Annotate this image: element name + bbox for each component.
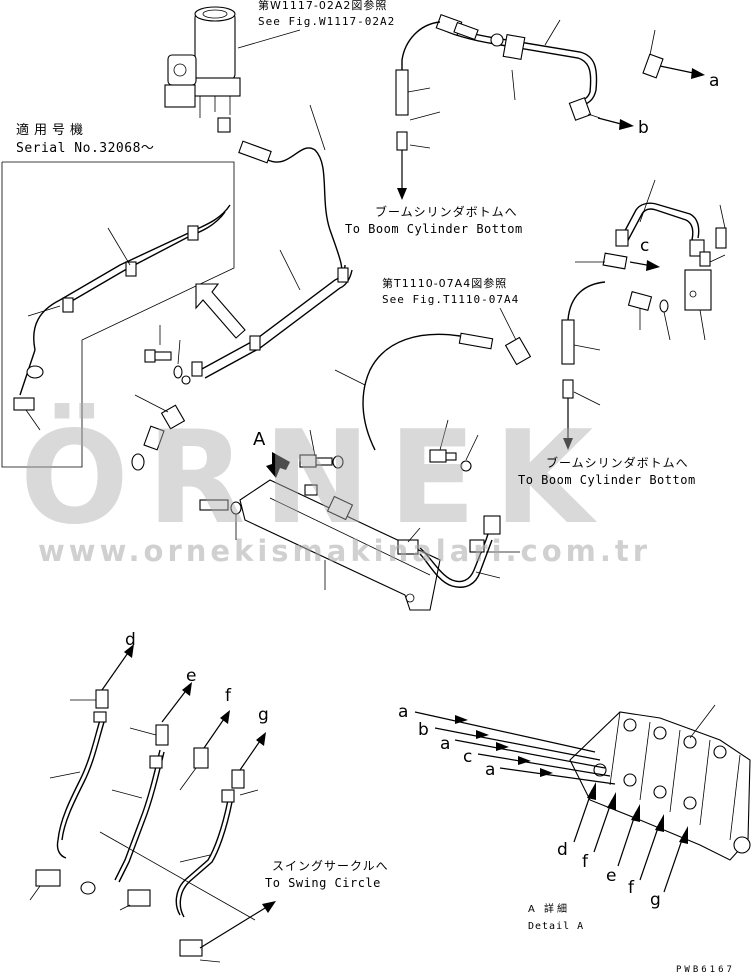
detail-letter-f2: f [628,878,634,898]
arrow-e [161,687,189,723]
letter-d: d [125,630,136,650]
swing-en: To Swing Circle [265,876,381,890]
top-right-pipe [435,13,601,121]
boom-bottom-en-2: To Boom Cylinder Bottom [518,473,696,487]
watermark-url: www.ornekismakinalari.com.tr [38,534,652,568]
arrow-c-head [646,260,660,271]
arrow-d-head [124,644,134,658]
view-a-letter: A [253,429,266,450]
detail-input-arrows [414,711,616,785]
right-pipe-assembly [575,179,727,341]
arrow-swing-head [262,901,276,913]
leader-top-ref [237,29,301,49]
detail-letter-g: g [650,890,661,910]
arrow-b-head [619,119,634,130]
center-right-pipe [397,515,520,588]
long-bracket [239,479,441,611]
ref-mid-jp: 第T1110-07A4図参照 [382,277,508,290]
arrow-swing [199,904,271,949]
serial-box-frame [1,161,235,468]
detail-letter-a1: a [398,702,409,722]
direction-arrow [195,283,246,339]
drawing-code: PWB6167 [676,965,735,975]
detail-output-arrows [573,782,688,893]
hose-boom-top [395,21,441,151]
hose-filter [267,147,343,281]
bottom-pipe-assembly [29,689,259,963]
letter-b-top: b [638,118,649,138]
arrow-boom-top-head [397,188,407,200]
detail-letter-e: e [606,866,617,886]
control-valve-detail [569,704,751,861]
fitting-a [642,29,664,79]
ref-top-en: See Fig.W1117-02A2 [258,15,396,28]
boom-bottom-jp-1: ブームシリンダボトムへ [375,205,518,219]
serial-box-pipes [13,204,231,431]
detail-letter-c: c [463,747,473,767]
boom-bottom-jp-2: ブームシリンダボトムへ [546,456,689,470]
letter-a-top: a [709,71,720,91]
hose-boom-right [561,281,606,406]
swing-jp: スイングサークルへ [272,859,389,873]
letter-f: f [225,686,231,706]
watermark-brand: ÖRNEK [20,404,612,553]
center-pipes [191,104,353,379]
arrow-g-head [256,732,266,746]
detail-letter-d: d [557,840,568,860]
hose-middle [334,307,532,451]
view-a-arrow [266,452,290,478]
arrow-d [101,649,131,691]
detail-letter-b: b [418,720,429,740]
arrow-e-head [182,682,192,696]
bolts-center [199,419,479,540]
arrow-f [203,715,227,749]
serial-jp: 適用号機 [16,123,89,138]
detail-letter-f1: f [582,852,588,872]
letter-g: g [258,705,269,725]
boom-bottom-en-1: To Boom Cylinder Bottom [345,222,523,236]
ref-mid-en: See Fig.T1110-07A4 [382,293,520,306]
detail-letter-a3: a [485,760,496,780]
arrow-g [239,737,263,771]
letter-c-right: c [640,236,650,256]
detail-en: Detail A [528,921,585,932]
letter-e: e [186,666,197,686]
detail-jp: A 詳細 [528,904,571,915]
serial-en: Serial No.32068～ [16,141,155,156]
arrow-a-head [691,68,705,79]
bolts-left [131,325,191,471]
detail-letter-a2: a [440,734,451,754]
ref-top-jp: 第W1117-02A2図参照 [258,0,388,12]
arrow-boom-right-head [563,438,573,450]
filter-assembly [164,6,272,164]
arrow-f-head [220,710,230,724]
